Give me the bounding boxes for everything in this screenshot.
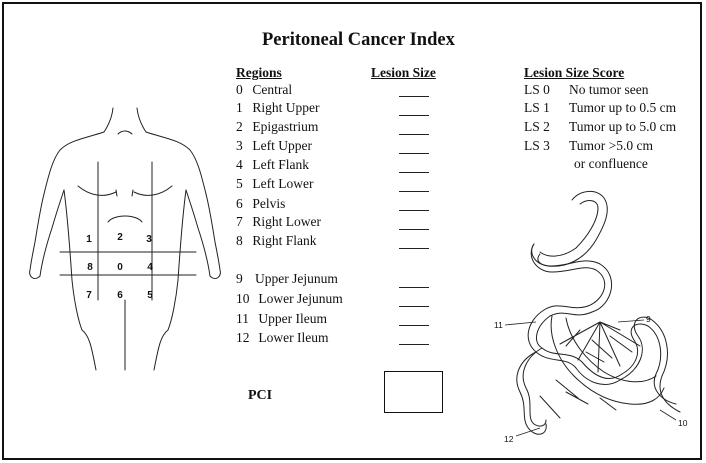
intestine-label-9: 9 xyxy=(646,314,651,324)
intestine-label-11: 11 xyxy=(494,320,503,330)
intestine-label-12: 12 xyxy=(504,434,514,444)
intestine-label-10: 10 xyxy=(678,418,688,428)
